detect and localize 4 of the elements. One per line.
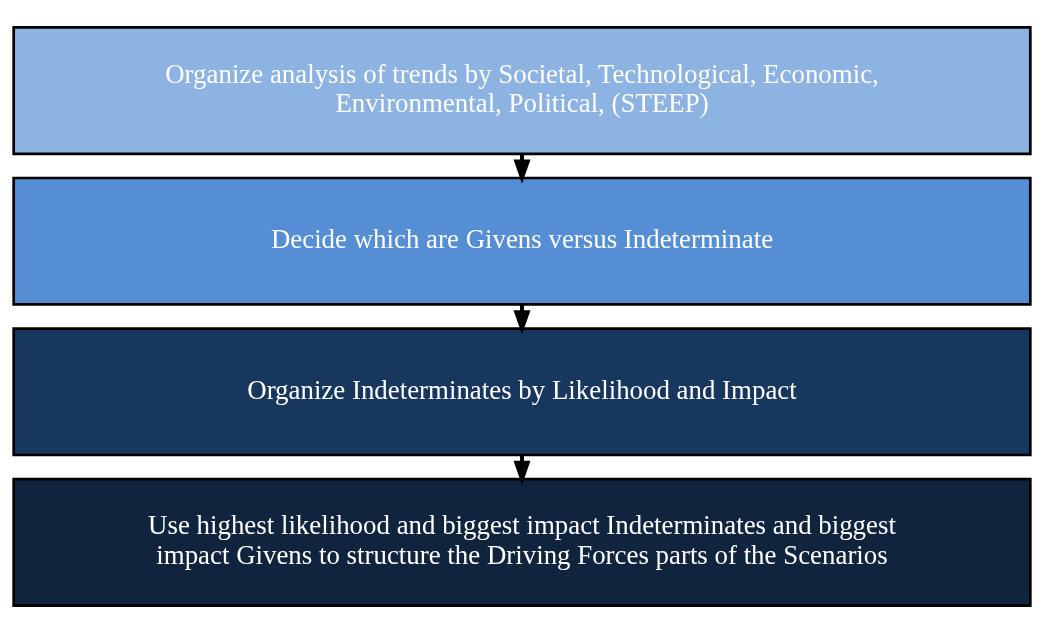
node-box: Organize Indeterminates by Likelihood and Impact <box>12 327 1032 457</box>
node-box: Decide which are Givens versus Indeterminate <box>12 176 1032 306</box>
node-box: Organize analysis of trends by Societal, Technological, Economic, Environmental, Political, (STEEP) <box>12 26 1032 156</box>
node-box: Use highest likelihood and biggest impact Indeterminates and biggest impact Givens to structure the Driving Forces parts of the Scenarios <box>12 477 1032 607</box>
